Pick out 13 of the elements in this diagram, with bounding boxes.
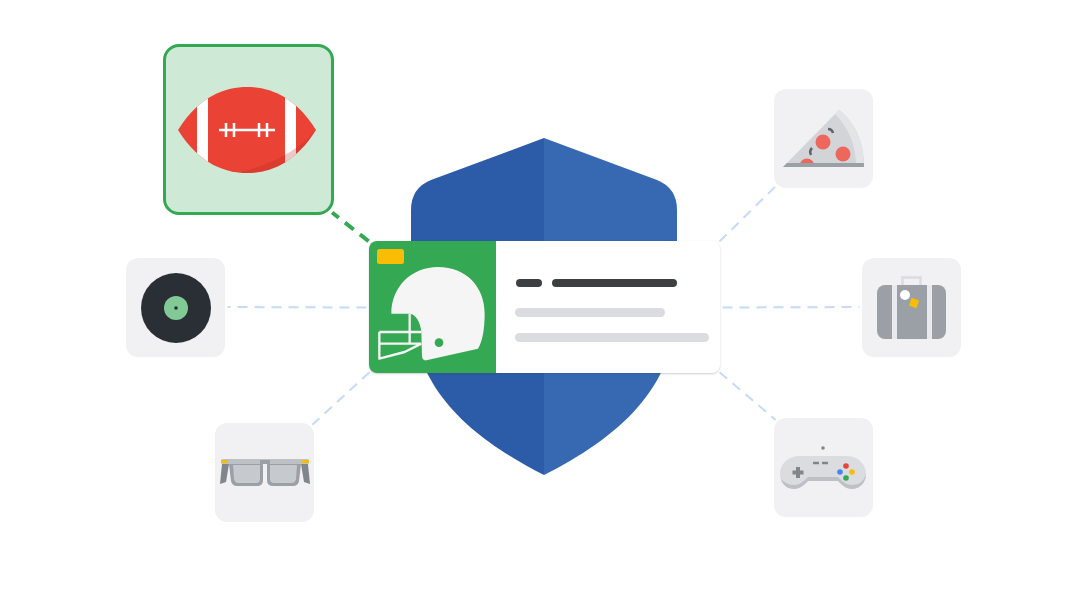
- dashed-connector: [721, 306, 861, 309]
- suitcase-tile: [862, 258, 961, 357]
- pizza-tile: [774, 89, 873, 188]
- dashed-connector: [718, 371, 777, 421]
- gamepad-tile: [774, 418, 873, 517]
- dashed-connector: [718, 185, 777, 243]
- dashed-connector: [330, 210, 370, 243]
- dashed-connector: [311, 371, 371, 426]
- profile-card: [369, 241, 720, 373]
- football-tile: [163, 44, 334, 215]
- dashed-connector: [226, 306, 368, 309]
- sunglasses-tile: [215, 423, 314, 522]
- record-tile: [126, 258, 225, 357]
